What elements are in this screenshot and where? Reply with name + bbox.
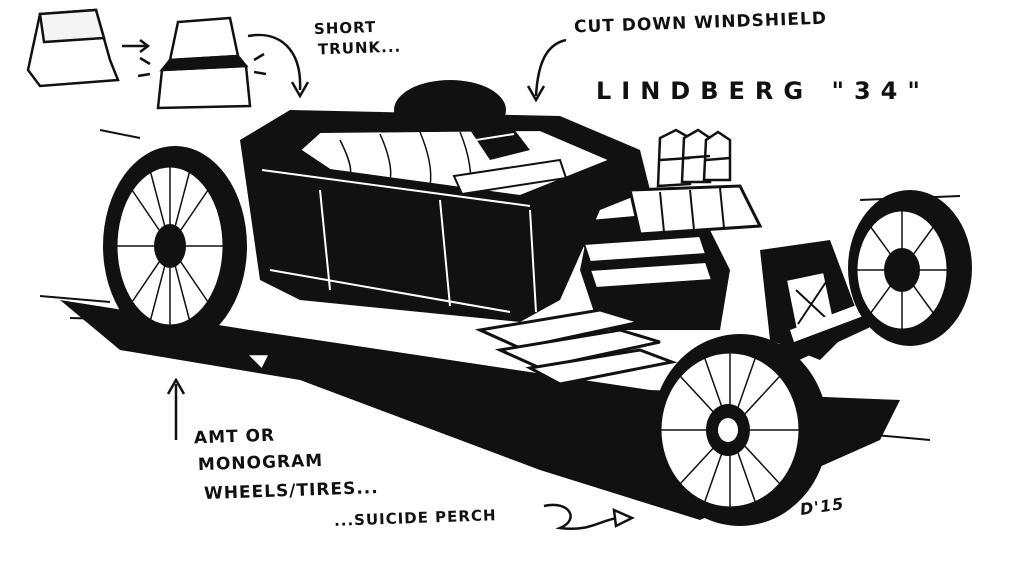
rear-left-wheel xyxy=(103,146,247,346)
move-back-arrow-icon xyxy=(242,352,293,378)
wheels-note-line1: AMT OR xyxy=(193,425,276,449)
front-left-wheel xyxy=(652,334,828,526)
suicide-perch-arrow-icon xyxy=(543,503,635,531)
trunk-sketch-original xyxy=(26,8,120,88)
exhaust-headers xyxy=(474,308,678,386)
short-trunk-note-line1: SHORT xyxy=(313,17,377,39)
sketch-title: LINDBERG "34" xyxy=(596,77,930,105)
front-right-wheel xyxy=(848,190,972,346)
curved-arrow-icon xyxy=(247,33,310,99)
wheels-arrow-icon xyxy=(166,377,186,440)
arrow-icon xyxy=(122,39,151,53)
engine-block xyxy=(580,128,763,330)
short-trunk-note-line2: TRUNK... xyxy=(317,37,402,59)
trunk-sketch-short xyxy=(137,16,267,110)
windshield-arrow-icon xyxy=(526,38,567,103)
carburetor-stacks xyxy=(656,128,732,188)
roadster-body xyxy=(240,110,650,322)
